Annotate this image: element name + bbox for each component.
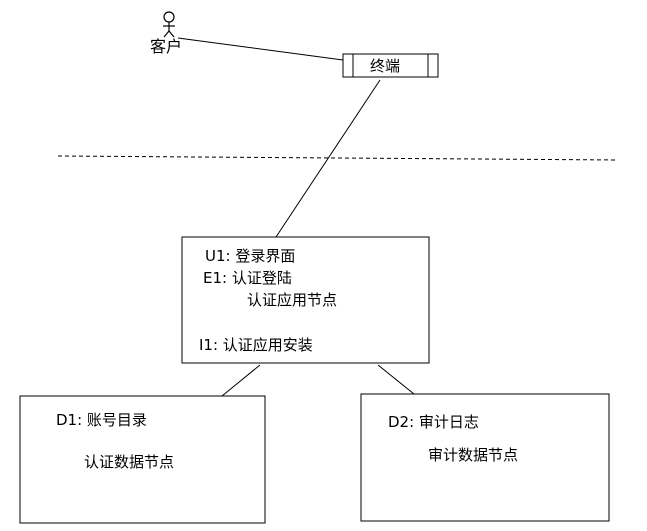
login-line-u1: U1: 登录界面 xyxy=(205,247,295,265)
actor-figure xyxy=(163,11,175,38)
network-boundary xyxy=(57,155,619,161)
d2-line-title: D2: 审计日志 xyxy=(388,413,479,431)
d2-node: D2: 审计日志 审计数据节点 xyxy=(360,393,610,522)
d2-box xyxy=(360,393,610,522)
actor-leg-right xyxy=(168,30,175,38)
login-d1-link xyxy=(221,364,261,397)
login-box xyxy=(181,236,430,364)
terminal-node: 终端 xyxy=(342,53,439,78)
actor-leg-left xyxy=(163,30,170,38)
terminal-label: 终端 xyxy=(370,57,400,75)
login-line-e1: E1: 认证登陆 xyxy=(203,269,292,287)
terminal-login-link xyxy=(275,79,381,238)
actor-label: 客户 xyxy=(150,37,182,56)
login-node: U1: 登录界面 E1: 认证登陆 认证应用节点 I1: 认证应用安装 xyxy=(181,236,430,364)
d1-node: D1: 账号目录 认证数据节点 xyxy=(19,395,266,524)
actor-head xyxy=(163,11,175,23)
terminal-box xyxy=(342,53,439,78)
login-line-node: 认证应用节点 xyxy=(247,291,337,309)
actor-terminal-link xyxy=(177,37,344,61)
d2-line-node: 审计数据节点 xyxy=(428,446,518,464)
login-d2-link xyxy=(377,364,415,395)
login-line-i1: I1: 认证应用安装 xyxy=(199,336,313,354)
d1-line-title: D1: 账号目录 xyxy=(56,411,147,429)
d1-line-node: 认证数据节点 xyxy=(84,453,174,471)
d1-box xyxy=(19,395,266,524)
